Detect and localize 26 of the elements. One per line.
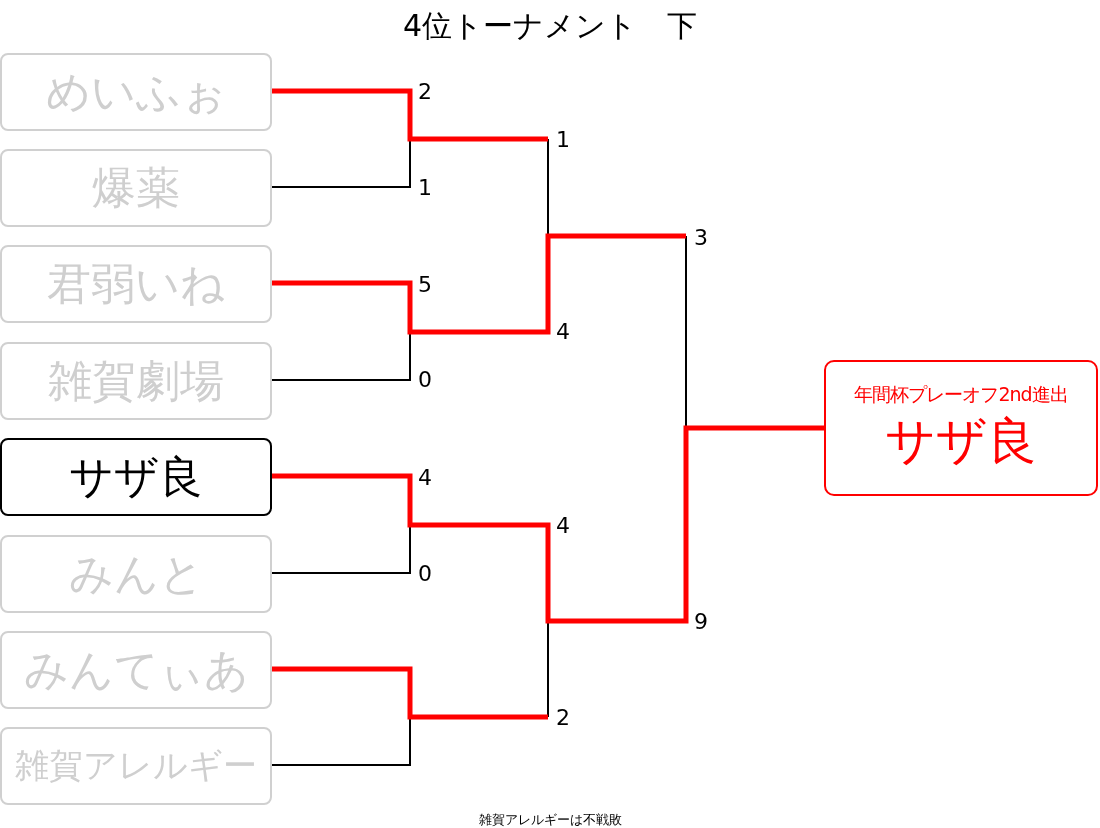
winner-name: サザ良 — [885, 410, 1037, 472]
team-box — [0, 535, 272, 613]
score-label: 2 — [556, 707, 570, 729]
score-label: 1 — [418, 177, 432, 199]
note: 雑賀アレルギーは不戦敗 — [477, 811, 623, 828]
team-box — [0, 149, 272, 227]
score-label: 4 — [556, 321, 570, 343]
team-box — [0, 53, 272, 131]
title: 4位トーナメント 下 — [401, 7, 699, 45]
result-box — [824, 360, 1098, 496]
score-label: 4 — [556, 515, 570, 537]
team-box — [0, 631, 272, 709]
team-name: サザ良 — [69, 449, 203, 504]
team-box — [0, 342, 272, 420]
result-heading: 年間杯プレーオフ2nd進出 — [854, 381, 1068, 407]
score-label: 0 — [418, 563, 432, 585]
team-box — [0, 727, 272, 805]
score-label: 2 — [418, 81, 432, 103]
score-label: 1 — [556, 129, 570, 151]
team-box — [0, 245, 272, 323]
score-label: 0 — [418, 369, 432, 391]
team-box — [0, 438, 272, 516]
score-label: 3 — [694, 227, 708, 249]
score-label: 5 — [418, 274, 432, 296]
score-label: 9 — [694, 611, 708, 633]
score-label: 4 — [418, 467, 432, 489]
